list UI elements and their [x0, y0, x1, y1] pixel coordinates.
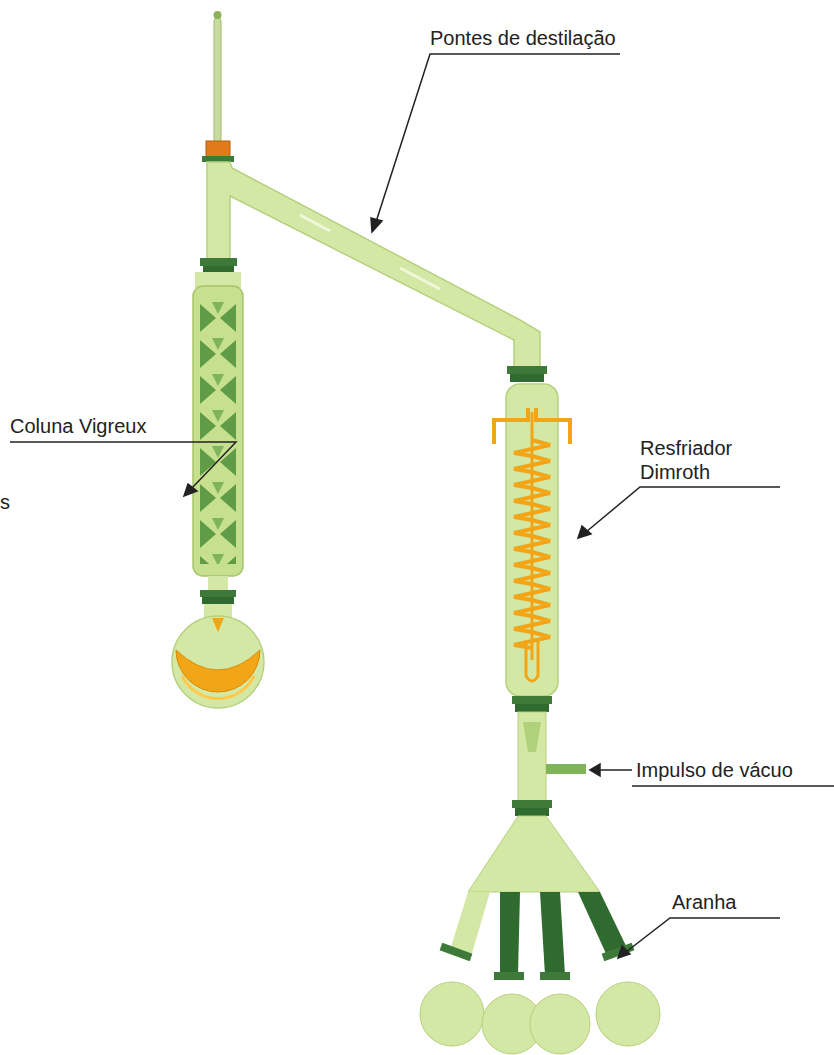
callout-label: Coluna Vigreux [10, 414, 230, 438]
leader-lines [10, 54, 834, 958]
callout-label: Pontes de destilação [430, 26, 690, 50]
boiling-flask [172, 616, 264, 708]
distillation-bridge [200, 162, 547, 382]
vigreux-column [193, 272, 243, 618]
thermometer [202, 11, 234, 162]
spider-adapter [420, 816, 660, 1054]
callout-label: Resfriador Dimroth [640, 436, 790, 484]
coil-winding [514, 440, 550, 648]
callout-label: Aranha [672, 890, 822, 914]
callout-label: Impulso de vácuo [636, 758, 832, 782]
vacuum-adapter [512, 696, 586, 816]
stray-letter: s [0, 490, 20, 514]
dimroth-condenser [494, 384, 570, 696]
